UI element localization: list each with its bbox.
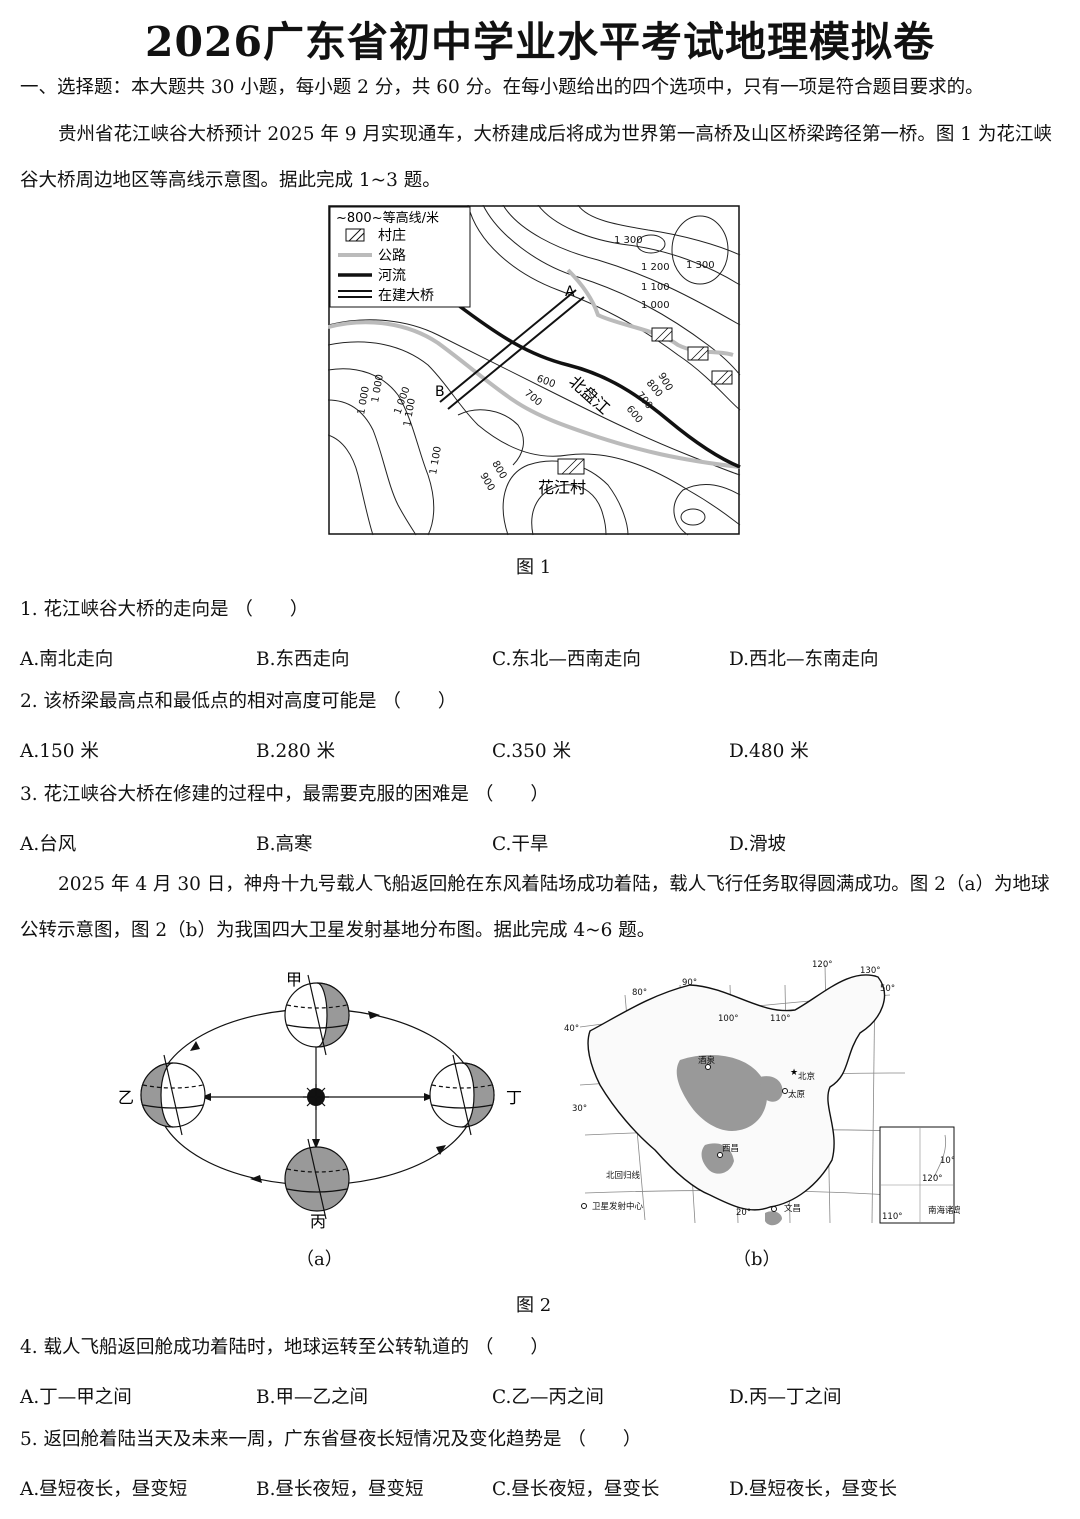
village-label: 花江村 <box>538 478 586 497</box>
legend-river: 河流 <box>378 268 406 284</box>
site-xichang: 西昌 <box>722 1144 739 1154</box>
legend-road: 公路 <box>378 248 406 264</box>
q5-option-a[interactable]: A.昼短夜长，昼变短 <box>20 1479 188 1500</box>
longitude-label: 130° <box>860 966 880 976</box>
q2-option-c[interactable]: C.350 米 <box>492 741 572 762</box>
contour-label: 1 100 <box>641 282 670 293</box>
q3-option-d[interactable]: D.滑坡 <box>729 834 787 855</box>
q2-option-a[interactable]: A.150 米 <box>20 741 99 762</box>
question-3-stem: 3. 花江峡谷大桥在修建的过程中，最需要克服的困难是 （ ） <box>20 784 549 805</box>
legend-contour: ~800~等高线/米 <box>336 210 439 226</box>
q4-option-c[interactable]: C.乙—丙之间 <box>492 1387 604 1408</box>
question-2-stem: 2. 该桥梁最高点和最低点的相对高度可能是 （ ） <box>20 691 457 712</box>
map-legend-text: 卫星发射中心 <box>592 1201 644 1212</box>
passage-2: 2025 年 4 月 30 日，神舟十九号载人飞船返回舱在东风着陆场成功着陆，载… <box>20 874 1050 941</box>
tropic-label: 北回归线 <box>606 1170 641 1181</box>
question-5-stem: 5. 返回舱着陆当天及未来一周，广东省昼夜长短情况及变化趋势是 （ ） <box>20 1429 642 1450</box>
point-b-label: B <box>435 384 445 400</box>
q2-option-d[interactable]: D.480 米 <box>729 741 809 762</box>
inset-label: 110° <box>882 1212 902 1222</box>
site-beijing: 北京 <box>798 1071 815 1082</box>
latitude-label: 40° <box>564 1024 579 1034</box>
contour-label: 1 100 <box>428 445 444 475</box>
passage-1: 贵州省花江峡谷大桥预计 2025 年 9 月实现通车，大桥建成后将成为世界第一高… <box>20 124 1052 191</box>
contour-label: 1 300 <box>614 235 643 246</box>
contour-label: 1 300 <box>686 260 715 271</box>
contour-label: 1 000 <box>370 373 386 403</box>
longitude-label: 80° <box>632 988 647 998</box>
label-bing: 丙 <box>310 1212 326 1231</box>
section-heading: 一、选择题：本大题共 30 小题，每小题 2 分，共 60 分。在每小题给出的四… <box>20 77 984 98</box>
q5-option-d[interactable]: D.昼短夜长，昼变长 <box>729 1479 898 1500</box>
q3-option-c[interactable]: C.干旱 <box>492 834 549 855</box>
q1-option-b[interactable]: B.东西走向 <box>256 649 350 670</box>
q4-option-d[interactable]: D.丙—丁之间 <box>729 1387 842 1408</box>
contour-label: 1 200 <box>641 262 670 273</box>
figure-2-caption: 图 2 <box>516 1295 552 1316</box>
q4-option-b[interactable]: B.甲—乙之间 <box>256 1387 368 1408</box>
latitude-label: 20° <box>736 1208 751 1218</box>
contour-label: 1 000 <box>356 385 372 415</box>
longitude-label: 110° <box>770 1014 790 1024</box>
figure-2a-subcaption: （a） <box>296 1249 343 1270</box>
legend-village: 村庄 <box>378 227 406 244</box>
point-a-label: A <box>565 284 575 300</box>
q5-option-c[interactable]: C.昼长夜短，昼变长 <box>492 1479 660 1500</box>
q1-option-d[interactable]: D.西北—东南走向 <box>729 649 879 670</box>
contour-label: 1 100 <box>402 397 418 427</box>
site-jiuquan: 酒泉 <box>698 1055 716 1066</box>
figure-1-caption: 图 1 <box>516 557 552 578</box>
q1-option-a[interactable]: A.南北走向 <box>20 649 114 670</box>
legend-bridge: 在建大桥 <box>378 288 434 304</box>
q1-option-c[interactable]: C.东北—西南走向 <box>492 649 641 670</box>
q4-option-a[interactable]: A.丁—甲之间 <box>20 1387 132 1408</box>
question-4-stem: 4. 载人飞船返回舱成功着陆时，地球运转至公转轨道的 （ ） <box>20 1337 549 1358</box>
label-jia: 甲 <box>286 970 302 989</box>
contour-label: 1 000 <box>641 300 670 311</box>
longitude-label: 100° <box>718 1014 738 1024</box>
longitude-label: 90° <box>682 978 697 988</box>
page-title: 2026广东省初中学业水平考试地理模拟卷 <box>144 18 936 66</box>
q3-option-b[interactable]: B.高寒 <box>256 834 313 855</box>
site-taiyuan: 太原 <box>788 1089 805 1100</box>
site-wenchang: 文昌 <box>784 1203 801 1214</box>
inset-label: 120° <box>922 1174 942 1184</box>
inset-label: 10° <box>940 1156 955 1166</box>
label-ding: 丁 <box>506 1088 522 1107</box>
inset-label: 南海诸岛 <box>928 1205 960 1216</box>
figure-2b-subcaption: （b） <box>733 1249 781 1270</box>
longitude-label: 120° <box>812 960 832 970</box>
q2-option-b[interactable]: B.280 米 <box>256 741 336 762</box>
label-yi: 乙 <box>118 1088 134 1107</box>
q3-option-a[interactable]: A.台风 <box>20 834 77 855</box>
figure-2a-orbit: 甲 乙 丙 丁 <box>118 970 522 1231</box>
q5-option-b[interactable]: B.昼长夜短，昼变短 <box>256 1479 424 1500</box>
capital-star-icon: ★ <box>790 1068 798 1078</box>
question-1-stem: 1. 花江峡谷大桥的走向是 （ ） <box>20 599 309 620</box>
figure-1-contour-map: ~800~等高线/米 村庄 公路 河流 在建大桥 1 300 1 300 1 2… <box>328 205 741 536</box>
latitude-label: 50° <box>880 984 895 994</box>
latitude-label: 30° <box>572 1104 587 1114</box>
figure-2b-launch-sites-map: 80° 90° 100° 110° 120° 130° 50° 40° 30° … <box>564 960 960 1226</box>
